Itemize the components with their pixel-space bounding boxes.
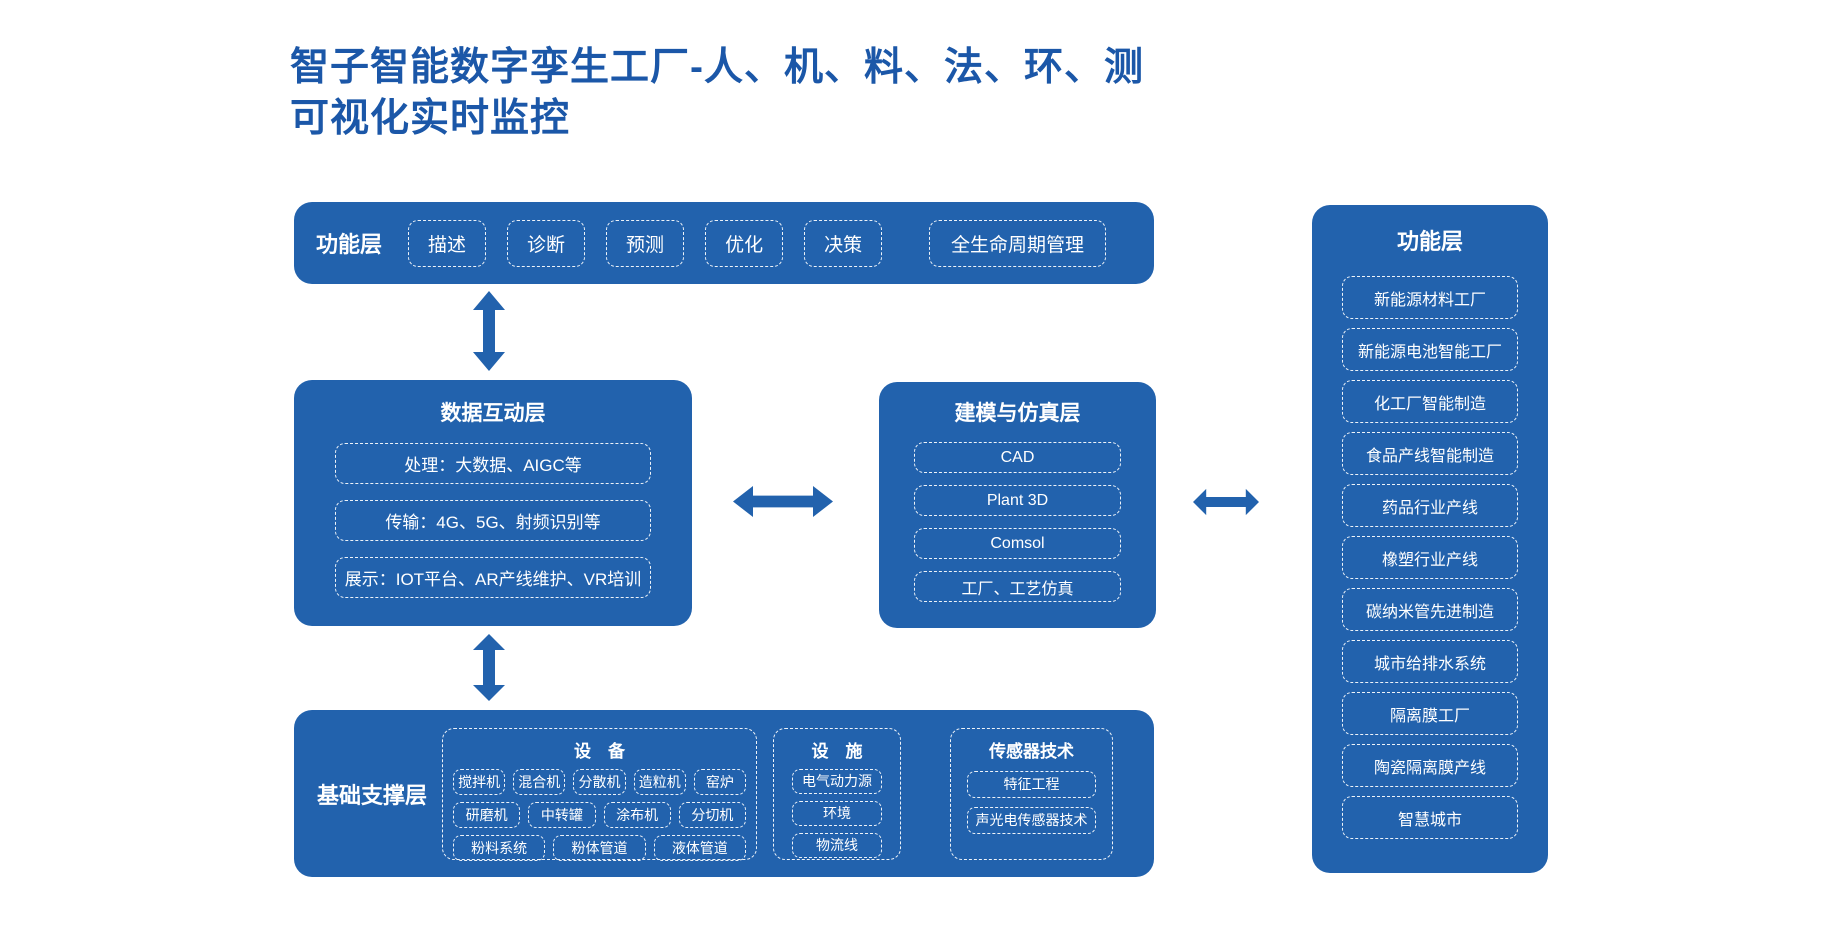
base-support-layer-panel: 基础支撑层 设 备 搅拌机混合机分散机造粒机窑炉 研磨机中转罐涂布机分切机 粉料…	[294, 710, 1154, 877]
equipment-chip: 分散机	[573, 768, 626, 795]
sensors-group-title: 传感器技术	[989, 741, 1074, 761]
function-layer-top-chips: 描述诊断预测优化决策	[408, 219, 883, 267]
double-arrow-horizontal-icon	[1193, 488, 1259, 516]
equipment-chip: 研磨机	[453, 801, 521, 828]
data-interaction-layer-panel: 数据互动层 处理：大数据、AIGC等传输：4G、5G、射频识别等展示：IOT平台…	[294, 380, 692, 626]
function-chip: 决策	[804, 219, 883, 267]
equipment-chip: 混合机	[513, 768, 566, 795]
double-arrow-horizontal-icon	[733, 485, 833, 518]
facilities-group-title: 设 施	[811, 741, 863, 761]
page-title-line1: 智子智能数字孪生工厂-人、机、料、法、环、测	[290, 46, 1144, 89]
equipment-chip: 窑炉	[693, 768, 747, 795]
industry-chip: 隔离膜工厂	[1342, 692, 1518, 735]
data-layer-chip: 处理：大数据、AIGC等	[335, 443, 651, 484]
sensor-chip: 特征工程	[967, 770, 1096, 798]
equipment-chip: 涂布机	[603, 801, 671, 828]
industry-chip: 化工厂智能制造	[1342, 380, 1518, 423]
function-chip: 诊断	[507, 219, 586, 267]
equipment-row-2: 研磨机中转罐涂布机分切机	[453, 801, 746, 828]
industry-chip: 新能源电池智能工厂	[1342, 328, 1518, 371]
equipment-chip: 中转罐	[528, 801, 596, 828]
function-chip: 优化	[705, 219, 784, 267]
data-layer-chip: 展示：IOT平台、AR产线维护、VR培训	[335, 557, 651, 598]
modeling-tool-chip: Comsol	[914, 528, 1121, 559]
industry-chip: 药品行业产线	[1342, 484, 1518, 527]
equipment-chip: 搅拌机	[453, 768, 506, 795]
modeling-tool-chip: Plant 3D	[914, 485, 1121, 516]
industry-chip: 橡塑行业产线	[1342, 536, 1518, 579]
facilities-items: 电气动力源环境物流线	[784, 768, 890, 858]
industry-chip: 食品产线智能制造	[1342, 432, 1518, 475]
data-interaction-layer-items: 处理：大数据、AIGC等传输：4G、5G、射频识别等展示：IOT平台、AR产线维…	[294, 443, 692, 614]
sensors-group: 传感器技术 特征工程声光电传感器技术	[950, 727, 1113, 860]
function-layer-top-label: 功能层	[316, 232, 383, 257]
modeling-tool-chip: CAD	[914, 442, 1121, 473]
equipment-chip: 粉料系统	[453, 834, 546, 861]
facilities-group: 设 施 电气动力源环境物流线	[773, 727, 901, 860]
equipment-row-3: 粉料系统粉体管道液体管道	[453, 834, 746, 861]
modeling-tool-chip: 工厂、工艺仿真	[914, 571, 1121, 602]
double-arrow-vertical-icon	[472, 291, 506, 371]
equipment-chip: 造粒机	[633, 768, 686, 795]
industry-chip: 陶瓷隔离膜产线	[1342, 744, 1518, 787]
equipment-group-title: 设 备	[574, 741, 625, 761]
facility-chip: 电气动力源	[792, 768, 882, 794]
industry-chip: 城市给排水系统	[1342, 640, 1518, 683]
double-arrow-vertical-icon	[472, 634, 506, 701]
equipment-chip: 分切机	[678, 801, 746, 828]
equipment-group: 设 备 搅拌机混合机分散机造粒机窑炉 研磨机中转罐涂布机分切机 粉料系统粉体管道…	[442, 727, 757, 861]
data-interaction-layer-title: 数据互动层	[440, 402, 546, 425]
function-layer-right-items: 新能源材料工厂新能源电池智能工厂化工厂智能制造食品产线智能制造药品行业产线橡塑行…	[1312, 276, 1548, 848]
industry-chip: 新能源材料工厂	[1342, 276, 1518, 319]
page-title: 智子智能数字孪生工厂-人、机、料、法、环、测可视化实时监控	[290, 42, 1144, 144]
industry-chip: 碳纳米管先进制造	[1342, 588, 1518, 631]
equipment-chip: 液体管道	[653, 834, 746, 861]
lifecycle-management-chip: 全生命周期管理	[928, 219, 1106, 267]
modeling-simulation-layer-panel: 建模与仿真层 CAD Plant 3D Comsol 工厂、工艺仿真	[879, 382, 1156, 628]
function-layer-right-panel: 功能层 新能源材料工厂新能源电池智能工厂化工厂智能制造食品产线智能制造药品行业产…	[1312, 205, 1548, 873]
page-title-line2: 可视化实时监控	[290, 97, 571, 140]
equipment-row-1: 搅拌机混合机分散机造粒机窑炉	[453, 768, 747, 795]
industry-chip: 智慧城市	[1342, 796, 1518, 839]
facility-chip: 环境	[792, 800, 882, 826]
sensors-items: 特征工程声光电传感器技术	[961, 770, 1102, 834]
function-layer-top-panel: 功能层 描述诊断预测优化决策 全生命周期管理	[294, 202, 1154, 284]
data-layer-chip: 传输：4G、5G、射频识别等	[335, 500, 651, 541]
function-chip: 预测	[606, 219, 685, 267]
base-support-layer-label: 基础支撑层	[316, 782, 427, 808]
facility-chip: 物流线	[792, 832, 882, 858]
function-chip: 描述	[408, 219, 487, 267]
modeling-simulation-layer-items: CAD Plant 3D Comsol 工厂、工艺仿真	[879, 442, 1156, 614]
function-layer-right-title: 功能层	[1396, 229, 1463, 254]
sensor-chip: 声光电传感器技术	[967, 806, 1096, 834]
modeling-simulation-layer-title: 建模与仿真层	[954, 402, 1081, 425]
equipment-chip: 粉体管道	[553, 834, 646, 861]
